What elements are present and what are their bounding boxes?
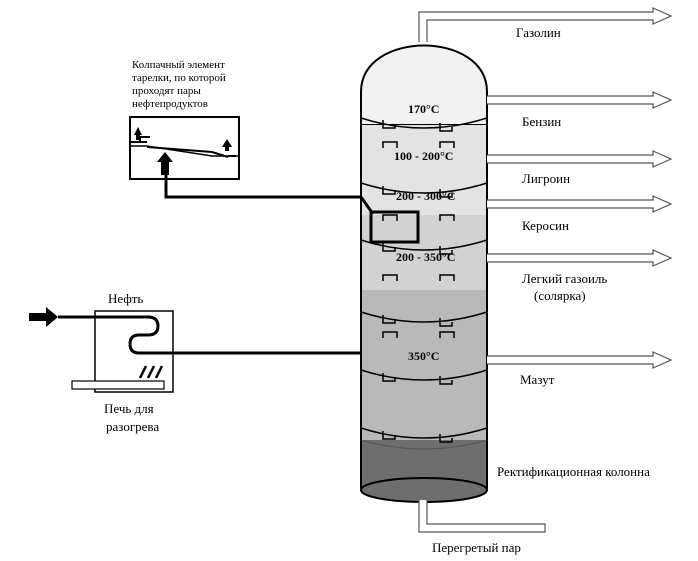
distillation-column: 170°C 100 - 200°C 200 - 300°C 200 - 350°… [360,44,488,503]
tray [360,182,488,194]
tray [360,427,488,439]
furnace-coil [95,315,360,355]
tray [360,117,488,129]
column-section-lower [361,290,487,440]
tray [360,311,488,323]
product-label-gasoline: Газолин [516,25,561,40]
product-labels: Газолин Бензин Лигроин Керосин Легкий га… [432,25,650,555]
flame-icon [138,365,164,379]
inset-caption-line: тарелки, по которой [132,72,226,84]
temperature-label: 200 - 300°C [396,189,455,203]
up-arrow-icon [157,152,173,175]
product-label-fuel-oil: Мазут [520,372,555,387]
steam-pipe [418,500,546,533]
inset-caption-line: нефтепродуктов [132,98,208,110]
column-trays [360,117,488,439]
kerosene-pipe [487,195,673,213]
up-arrow-icon [134,127,142,140]
bubble-cap-inset: Колпачный элемент тарелки, по которой пр… [129,59,375,215]
product-label-petrol: Бензин [522,114,561,129]
product-label-gasoil: Легкий газоиль [522,271,607,286]
fuel-oil-pipe [487,351,673,369]
naphtha-pipe [487,150,673,168]
steam-label: Перегретый пар [432,540,521,555]
product-label-kerosene: Керосин [522,218,569,233]
furnace-label-line: разогрева [106,419,159,434]
oil-inlet-arrow-icon [29,307,58,327]
furnace: Нефть Печь для разогрева [29,291,360,434]
inset-frame [129,116,240,180]
furnace-label-line: Печь для [104,401,154,416]
product-label-gasoil-note: (солярка) [534,288,586,303]
inset-connector [164,175,361,199]
furnace-burner [71,380,165,390]
tray [360,239,488,251]
column-section-upper [361,125,487,215]
column-section-middle [361,215,487,290]
gasoil-pipe [487,249,673,267]
up-arrow-icon [222,139,232,151]
bubble-caps [382,120,455,443]
column-dome [360,44,488,126]
inset-caption-line: проходят пары [132,85,201,97]
product-outlets [418,7,673,533]
temperature-label: 350°C [408,349,439,363]
temperature-label: 200 - 350°C [396,250,455,264]
oil-label: Нефть [108,291,143,306]
product-label-naphtha: Лигроин [522,171,570,186]
column-base [360,477,488,503]
temperature-label: 170°C [408,102,439,116]
petrol-pipe [487,91,673,109]
inset-caption-line: Колпачный элемент [132,59,225,71]
column-label: Ректификационная колонна [497,464,650,479]
temperature-label: 100 - 200°C [394,149,453,163]
tray [360,369,488,381]
cap-highlight-box [369,210,420,244]
